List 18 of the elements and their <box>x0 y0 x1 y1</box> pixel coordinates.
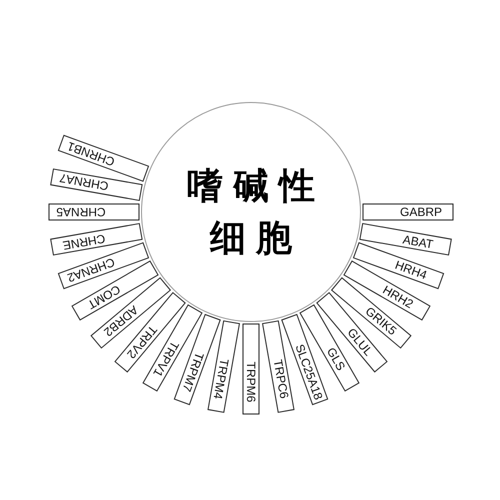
gene-box <box>50 168 143 201</box>
gene-box <box>207 320 240 413</box>
gene-label: CHRNA7 <box>58 172 109 193</box>
gene-box <box>50 223 143 256</box>
gene-label: TRPC6 <box>271 359 290 400</box>
gene-label: TRPM4 <box>212 358 231 400</box>
gene-box <box>262 320 295 413</box>
gene-label: CHRNE <box>62 232 106 252</box>
gene-label: CHRNA5 <box>56 206 106 218</box>
gene-box <box>242 324 260 414</box>
gene-label: ABAT <box>402 232 434 250</box>
cell-label: 嗜碱性细胞 <box>186 164 326 260</box>
gene-box <box>48 204 140 220</box>
gene-box <box>359 223 452 256</box>
gene-box <box>362 204 454 220</box>
gene-label: HRH4 <box>393 258 428 282</box>
gene-label: GABRP <box>400 206 442 218</box>
gene-label: TRPM6 <box>245 362 257 402</box>
